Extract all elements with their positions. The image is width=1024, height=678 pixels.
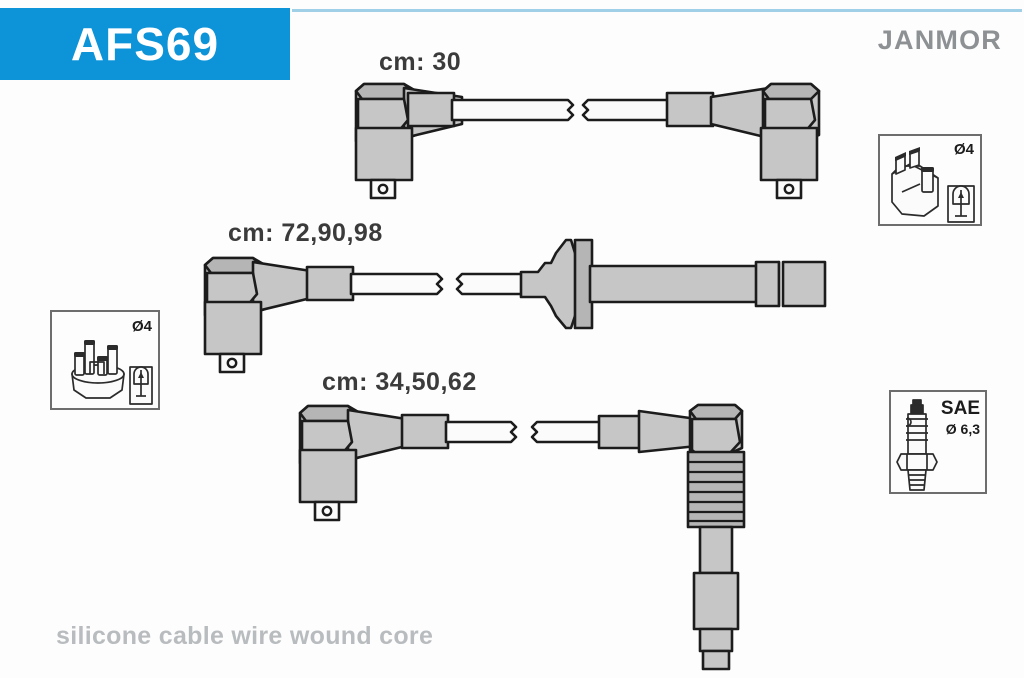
cable-middle-wire-right xyxy=(455,272,527,296)
inset-sparkplug-sae: SAE Ø 6,3 xyxy=(889,390,987,494)
cable-bottom-wire-right xyxy=(530,420,605,444)
inset-distributor-top-right-label: Ø4 xyxy=(953,141,974,158)
cable-bottom-left-connector xyxy=(298,404,450,522)
header-rule xyxy=(292,9,1022,12)
part-number-text: AFS69 xyxy=(70,18,220,70)
cable-bottom-right-connector xyxy=(597,403,746,671)
cable-middle-wire-left xyxy=(349,272,444,296)
cable-top-wire-right xyxy=(581,98,673,122)
distributor-cap-icon xyxy=(891,147,975,223)
cable-middle-right-connector xyxy=(519,238,827,330)
part-number-badge: AFS69 xyxy=(0,8,290,80)
cable-middle-left-connector xyxy=(203,256,355,374)
inset-distributor-left-label: Ø4 xyxy=(131,318,152,335)
cable-top-left-connector xyxy=(354,82,464,200)
cable-top-length-label: cm: 30 xyxy=(379,48,462,76)
cable-top-wire-left xyxy=(450,98,575,122)
brand-logo-text: JANMOR xyxy=(877,25,1002,55)
cable-bottom-length-label: cm: 34,50,62 xyxy=(322,368,477,396)
inset-sparkplug-diameter-label: Ø 6,3 xyxy=(945,421,980,437)
cable-middle-length-label: cm: 72,90,98 xyxy=(228,219,383,247)
spark-plug-icon xyxy=(896,399,938,491)
inset-distributor-top-right: Ø4 xyxy=(878,134,982,226)
inset-sparkplug-sae-label: SAE xyxy=(940,398,980,419)
cable-top-right-connector xyxy=(665,82,821,200)
distributor-cap-icon xyxy=(71,340,153,405)
inset-distributor-left: Ø4 xyxy=(50,310,160,410)
footer-description: silicone cable wire wound core xyxy=(56,622,434,650)
cable-bottom-wire-left xyxy=(444,420,518,444)
